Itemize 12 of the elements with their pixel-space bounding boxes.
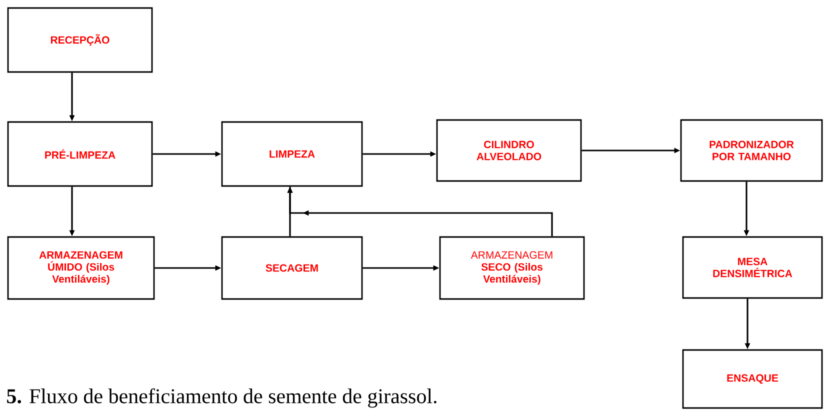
process-box: CILINDRO ALVEOLADO xyxy=(436,119,582,182)
process-box: MESA DENSIMÉTRICA xyxy=(682,236,823,299)
process-box: ARMAZENAGEM SECO (Silos Ventiláveis) xyxy=(439,236,585,300)
process-box: PADRONIZADOR POR TAMANHO xyxy=(680,119,823,182)
process-box: ENSAQUE xyxy=(682,349,823,409)
process-box: ARMAZENAGEM ÚMIDO (Silos Ventiláveis) xyxy=(7,236,155,300)
process-box: PRÉ-LIMPEZA xyxy=(7,121,153,187)
process-box: LIMPEZA xyxy=(221,121,363,187)
process-box: SECAGEM xyxy=(221,236,363,300)
arrow xyxy=(287,186,553,236)
process-box: RECEPÇÃO xyxy=(7,7,153,73)
caption: 5. Fluxo de beneficiamento de semente de girassol. xyxy=(7,388,436,408)
